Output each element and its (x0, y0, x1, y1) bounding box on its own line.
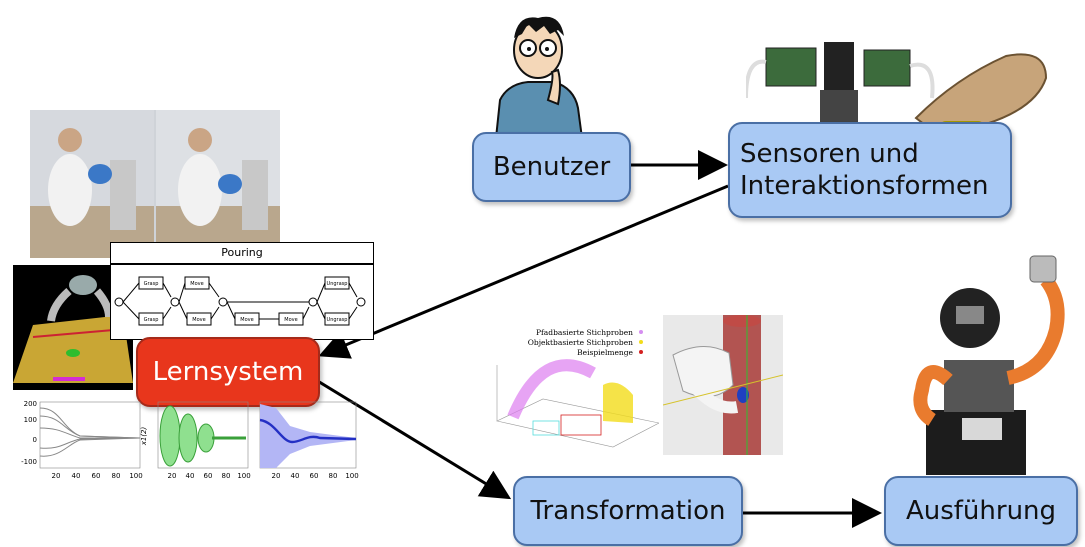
user-illustration (488, 8, 588, 138)
xtick-b-0: 20 (168, 472, 177, 480)
xtick-b-1: 40 (186, 472, 195, 480)
xtick-a-4: 100 (129, 472, 142, 480)
pouring-node-7: Ungrasp (327, 317, 348, 323)
pouring-node-3: Move (192, 317, 205, 323)
xtick-c-2: 60 (310, 472, 319, 480)
xtick-c-3: 80 (329, 472, 338, 480)
plot-c: 20 40 60 80 100 (259, 401, 359, 480)
pouring-node-6: Ungrasp (327, 281, 348, 287)
plot-b: 20 40 60 80 100 (157, 401, 251, 480)
robot-illustration (896, 250, 1085, 475)
legend-1: Pfadbasierte Stichproben (536, 328, 633, 337)
node-lernsystem: Lernsystem (136, 337, 320, 407)
node-ausfuehrung-label: Ausführung (905, 495, 1057, 526)
legend-3: Beispielmenge (577, 348, 633, 357)
pouring-node-1: Grasp (144, 317, 159, 323)
xtick-c-1: 40 (291, 472, 300, 480)
pouring-node-4: Move (240, 317, 253, 323)
ytick-a-2: 0 (33, 436, 37, 444)
xtick-a-3: 80 (112, 472, 121, 480)
plot-ylabel: x1(2) (140, 426, 148, 446)
sampling-scatter-plot: Pfadbasierte Stichproben Objektbasierte … (493, 325, 659, 451)
node-sensoren-label-1: Sensoren und (740, 138, 919, 169)
xtick-a-1: 40 (72, 472, 81, 480)
legend-2: Objektbasierte Stichproben (528, 338, 633, 347)
ytick-a-3: -100 (21, 458, 37, 466)
xtick-b-2: 60 (204, 472, 213, 480)
sensor-hardware-illustration (746, 38, 1056, 138)
node-sensoren: Sensoren und Interaktionsformen (728, 122, 1012, 218)
pouring-node-5: Move (284, 317, 297, 323)
node-transformation-label: Transformation (530, 495, 726, 526)
demonstration-photos (30, 110, 280, 258)
plot-a: 200 100 0 -100 20 40 60 80 100 (21, 400, 143, 480)
arrow-sensoren-lernsystem (318, 184, 729, 359)
node-transformation: Transformation (513, 476, 743, 546)
xtick-b-4: 100 (237, 472, 250, 480)
node-sensoren-label-2: Interaktionsformen (740, 171, 989, 201)
node-lernsystem-label: Lernsystem (152, 356, 304, 387)
pouring-title: Pouring (110, 242, 374, 264)
grasp-visualization (663, 315, 783, 455)
ytick-a-1: 100 (24, 416, 37, 424)
xtick-a-2: 60 (92, 472, 101, 480)
pouring-node-0: Grasp (144, 281, 159, 287)
xtick-c-4: 100 (345, 472, 358, 480)
arrow-lernsystem-transformation (315, 378, 512, 500)
xtick-b-3: 80 (222, 472, 231, 480)
node-ausfuehrung: Ausführung (884, 476, 1078, 546)
ytick-a-0: 200 (24, 400, 37, 408)
xtick-c-0: 20 (272, 472, 281, 480)
trajectory-plots: 200 100 0 -100 20 40 60 80 100 x1(2) 20 … (20, 398, 360, 486)
node-benutzer-label: Benutzer (492, 151, 611, 182)
pouring-task-graph: Grasp Grasp Move Move Move Move Ungrasp … (110, 264, 374, 340)
pouring-node-2: Move (190, 281, 203, 287)
xtick-a-0: 20 (52, 472, 61, 480)
node-benutzer: Benutzer (472, 132, 631, 202)
